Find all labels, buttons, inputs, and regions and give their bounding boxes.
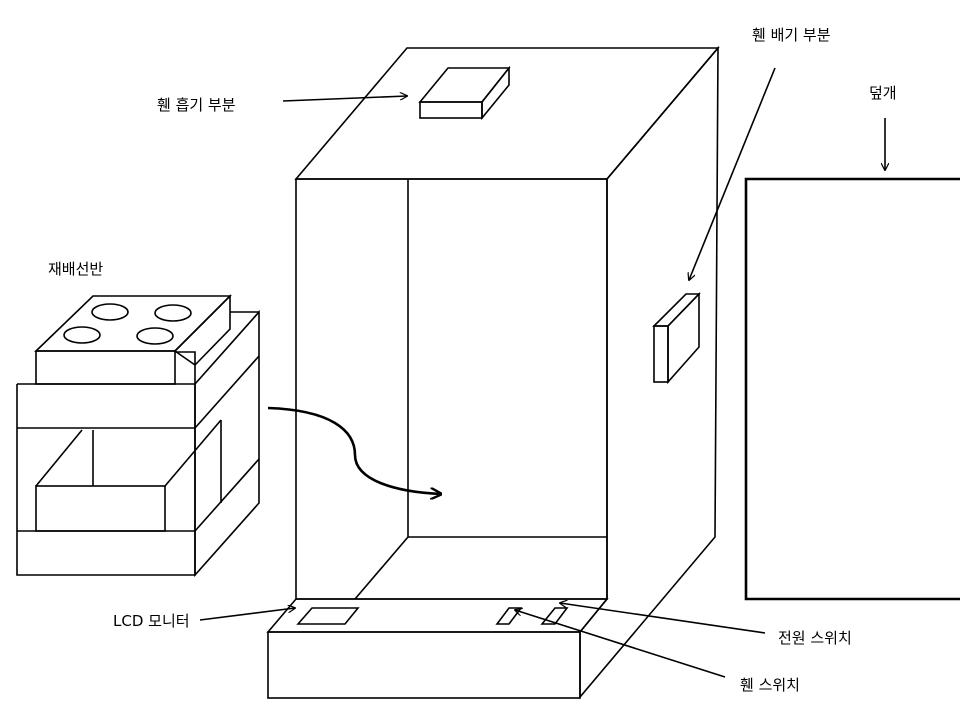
cabinet-front-frame: [295, 178, 608, 600]
shelf-hole: [154, 304, 192, 322]
label-fan-intake: 휀 흡기 부분: [157, 96, 236, 114]
label-lcd-monitor: LCD 모니터: [113, 612, 190, 630]
label-cover: 덮개: [869, 84, 897, 102]
fan-exhaust-arrow: [689, 67, 776, 280]
base-front-face: [267, 631, 581, 699]
label-fan-switch: 휀 스위치: [740, 676, 800, 694]
shelf-hole: [136, 327, 174, 345]
cover-panel: [744, 177, 960, 601]
shelf-hole: [63, 326, 101, 344]
fan-intake-arrow: [282, 96, 407, 102]
insert-shelf-arrow: [267, 406, 441, 494]
cabinet-floor-diagonal: [354, 536, 409, 600]
fan-intake-unit: [418, 65, 511, 121]
label-redistribution-shelf: 재배선반: [48, 260, 103, 278]
lcd-monitor-arrow: [199, 608, 295, 621]
cabinet: [266, 45, 720, 700]
power-switch[interactable]: [540, 607, 569, 625]
fan-exhaust-unit: [652, 292, 701, 385]
power-switch-arrow: [560, 603, 766, 634]
label-fan-exhaust: 휀 배기 부분: [752, 26, 831, 44]
fan-switch-arrow: [515, 610, 726, 678]
lcd-monitor-panel: [296, 607, 360, 625]
redistribution-shelf: [16, 294, 260, 578]
label-power-switch: 전원 스위치: [778, 629, 852, 647]
base-top-face: [266, 598, 609, 633]
shelf-hole: [91, 303, 129, 321]
